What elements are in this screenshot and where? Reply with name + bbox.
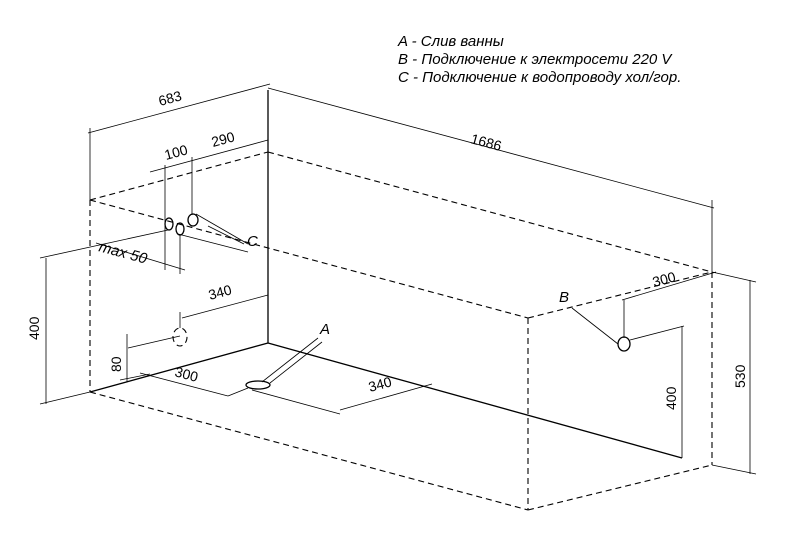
dim-530: 530: [732, 364, 748, 388]
drain-dimension-340: 340: [127, 281, 269, 349]
dim-400-left: 400: [26, 316, 42, 340]
dim-290: 290: [210, 128, 237, 150]
dim-300-left: 300: [173, 363, 200, 385]
electric-connection-b: B 300 400: [559, 268, 717, 458]
bathtub-box-dashed-edges: [89, 151, 713, 511]
dim-1686: 1686: [469, 130, 503, 154]
dim-max50: max 50: [97, 238, 150, 267]
drain-a: A 300 340: [139, 321, 433, 415]
top-dimensions: 683 1686: [87, 83, 715, 272]
label-a: A: [319, 321, 330, 338]
dim-340-top: 340: [207, 281, 234, 303]
legend-electric: B - Подключение к электросети 220 V: [398, 51, 673, 68]
right-height-dimension: 530: [711, 271, 757, 475]
label-c: C: [247, 233, 258, 250]
label-b: B: [559, 289, 569, 306]
dim-340-bottom: 340: [367, 373, 394, 395]
dim-100: 100: [163, 141, 190, 163]
legend-drain: A - Слив ванны: [397, 33, 504, 50]
left-height-dimension: 400: [26, 229, 169, 405]
legend-water: C - Подключение к водопроводу хол/гор.: [398, 69, 681, 86]
dim-683: 683: [157, 87, 184, 109]
dim-80-group: 80: [108, 334, 151, 382]
water-connection-c: C 100 290 max 50: [95, 128, 269, 274]
dim-400-right: 400: [663, 386, 679, 410]
legend: A - Слив ванны B - Подключение к электро…: [397, 33, 681, 86]
dim-80: 80: [108, 356, 124, 372]
dim-300-right: 300: [651, 268, 678, 290]
